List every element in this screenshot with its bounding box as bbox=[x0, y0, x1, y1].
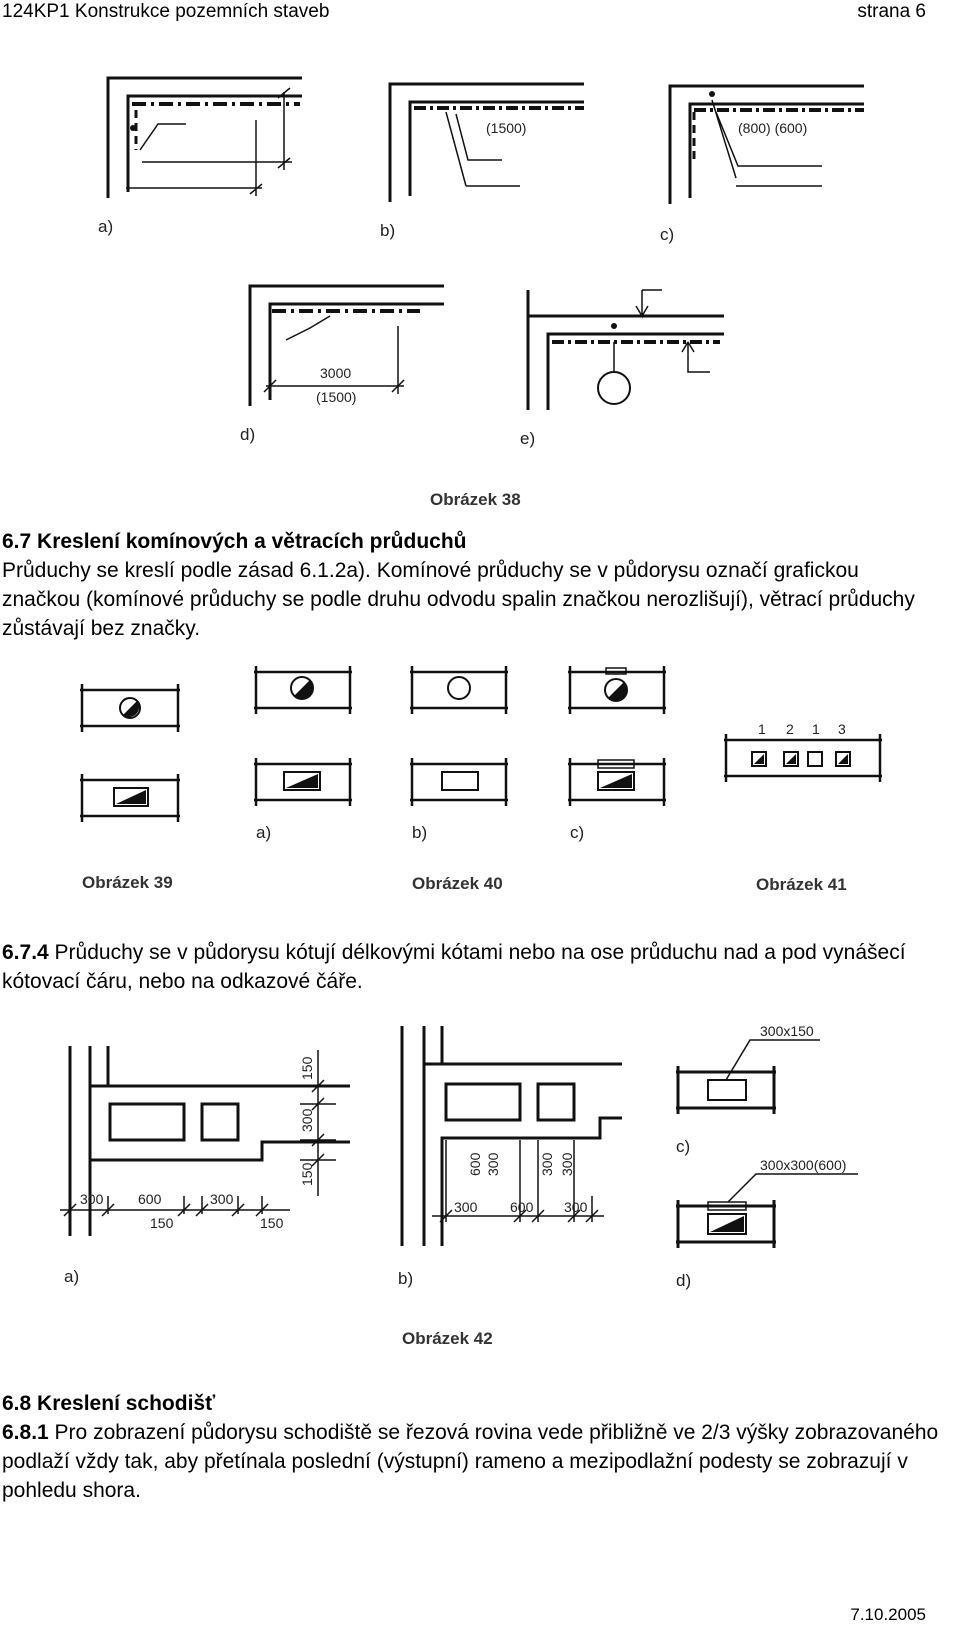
fig38-dots bbox=[130, 91, 715, 329]
fig40-label-a: a) bbox=[256, 823, 271, 842]
fig41-drawing bbox=[724, 734, 882, 782]
fig42-a-drawing bbox=[60, 1046, 350, 1236]
fig42-a-dim-600: 600 bbox=[138, 1191, 162, 1207]
fig42-a-dim-150-right: 150 bbox=[260, 1215, 284, 1231]
figure-42: 300 600 300 150 150 150 300 150 600 300 … bbox=[60, 1023, 858, 1348]
fig38-d-dimension-bottom: (1500) bbox=[316, 389, 356, 405]
fig42-b-dim-300-a: 300 bbox=[485, 1152, 501, 1176]
section-6-8-heading: 6.8 Kreslení schodišť bbox=[2, 1392, 216, 1415]
figure-40-caption: Obrázek 40 bbox=[412, 874, 503, 893]
figure-38-caption: Obrázek 38 bbox=[430, 490, 521, 509]
fig42-b-dim-600-h: 600 bbox=[510, 1199, 534, 1215]
course-title: 124KP1 Konstrukce pozemních staveb bbox=[2, 1, 330, 22]
section-6-8-1-body: Pro zobrazení půdorysu schodiště se řezo… bbox=[2, 1421, 939, 1502]
fig38-label-b: b) bbox=[380, 221, 395, 240]
fig40-label-b: b) bbox=[412, 823, 427, 842]
fig42-a-dim-150-bottom: 150 bbox=[299, 1162, 315, 1186]
fig38-e-drawing bbox=[526, 289, 724, 410]
fig41-number-1: 1 bbox=[758, 721, 766, 737]
fig42-a-dim-150-top: 150 bbox=[299, 1056, 315, 1080]
fig38-label-d: d) bbox=[240, 425, 255, 444]
fig42-label-c: c) bbox=[676, 1137, 690, 1156]
fig42-fills bbox=[710, 1216, 744, 1232]
fig40-label-c: c) bbox=[570, 823, 584, 842]
fig42-c-drawing bbox=[676, 1039, 820, 1114]
fig42-label-a: a) bbox=[64, 1267, 79, 1286]
fig42-a-dim-300-mid: 300 bbox=[299, 1108, 315, 1132]
fig42-label-b: b) bbox=[398, 1269, 413, 1288]
fig38-label-c: c) bbox=[660, 225, 674, 244]
fig38-b-dimension: (1500) bbox=[486, 120, 526, 136]
fig41-number-3: 1 bbox=[812, 721, 820, 737]
section-6-7-4-text: 6.7.4 Průduchy se v půdorysu kótují délk… bbox=[2, 938, 942, 996]
fig42-b-dim-300-left: 300 bbox=[454, 1199, 478, 1215]
fig42-b-drawing bbox=[400, 1026, 622, 1246]
fig42-a-dimensions: 300 600 300 150 150 150 300 150 bbox=[80, 1056, 315, 1231]
fig38-c-drawing bbox=[668, 84, 864, 204]
fig38-a-drawing bbox=[106, 76, 302, 198]
figures-39-41: 1 2 1 3 a) b) c) Obrázek 39 Obrázek 40 O… bbox=[80, 666, 882, 894]
fig42-b-dim-600: 600 bbox=[467, 1152, 483, 1176]
fig40-a-drawing bbox=[254, 666, 352, 806]
footer-date: 7.10.2005 bbox=[850, 1605, 926, 1624]
fig38-d-drawing bbox=[248, 284, 444, 406]
fig42-a-dim-300-left: 300 bbox=[80, 1191, 104, 1207]
page-number: strana 6 bbox=[857, 1, 926, 22]
section-6-7-4-body: Průduchy se v půdorysu kótují délkovými … bbox=[2, 941, 906, 993]
fig42-d-drawing bbox=[676, 1173, 858, 1248]
fig42-b-dim-300-c: 300 bbox=[559, 1152, 575, 1176]
fig42-a-dim-150-left: 150 bbox=[150, 1215, 174, 1231]
fig42-b-dimensions: 600 300 300 300 300 600 300 bbox=[454, 1152, 588, 1215]
fig41-number-4: 3 bbox=[838, 721, 846, 737]
figure-38: (1500) (800) (600) 3000 (1500) a) b) c) … bbox=[98, 76, 864, 509]
fig38-label-e: e) bbox=[520, 429, 535, 448]
fig42-label-d: d) bbox=[676, 1271, 691, 1290]
fig38-d-dimension-top: 3000 bbox=[320, 365, 351, 381]
section-6-8-1-text: 6.8.1 Pro zobrazení půdorysu schodiště s… bbox=[2, 1418, 942, 1505]
fig42-b-dim-300-b: 300 bbox=[539, 1152, 555, 1176]
fig42-c-note: 300x150 bbox=[760, 1023, 814, 1039]
fig39-41-fills bbox=[116, 680, 848, 804]
section-6-7-heading: 6.7 Kreslení komínových a větracích průd… bbox=[2, 530, 467, 553]
fig40-b-drawing bbox=[410, 666, 508, 806]
figure-39-caption: Obrázek 39 bbox=[82, 873, 173, 892]
section-6-7-4-number: 6.7.4 bbox=[2, 941, 49, 964]
fig39-drawing bbox=[80, 684, 180, 822]
section-6-8-1-number: 6.8.1 bbox=[2, 1421, 49, 1444]
section-6-7-text: Průduchy se kreslí podle zásad 6.1.2a). … bbox=[2, 559, 915, 640]
fig41-number-2: 2 bbox=[786, 721, 794, 737]
fig38-b-drawing bbox=[388, 82, 584, 202]
figure-42-caption: Obrázek 42 bbox=[402, 1329, 493, 1348]
figure-41-caption: Obrázek 41 bbox=[756, 875, 847, 894]
fig42-d-note: 300x300(600) bbox=[760, 1157, 846, 1173]
fig42-b-dim-300-right: 300 bbox=[564, 1199, 588, 1215]
fig38-label-a: a) bbox=[98, 217, 113, 236]
fig38-c-dimension: (800) (600) bbox=[738, 120, 807, 136]
fig42-a-dim-300-right: 300 bbox=[210, 1191, 234, 1207]
